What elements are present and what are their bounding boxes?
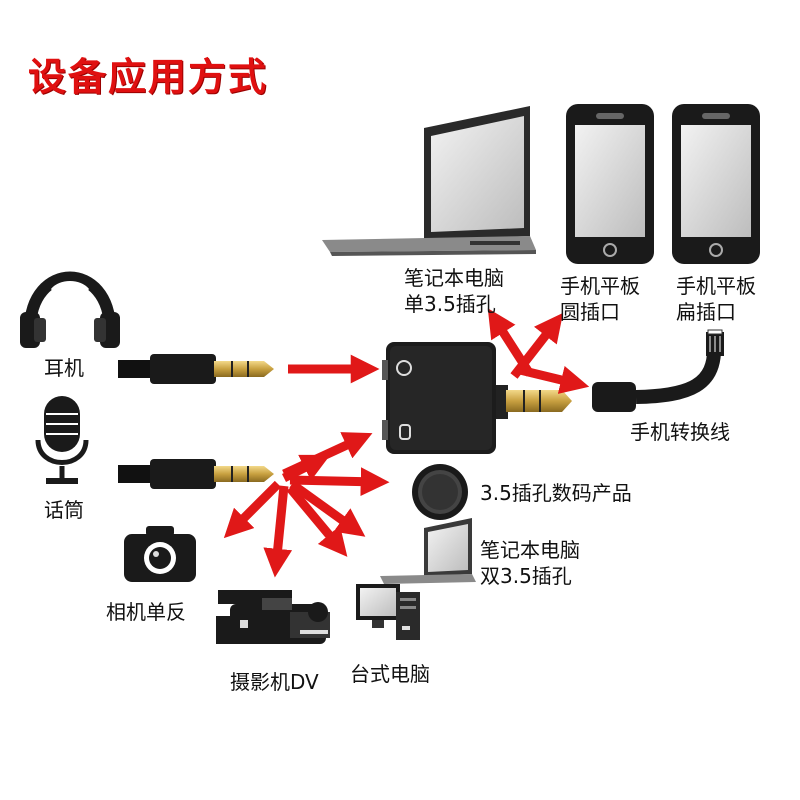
label-phone-flat-line2: 扁插口 <box>676 300 736 324</box>
headphones-icon <box>20 271 120 348</box>
laptop-icon <box>380 518 476 584</box>
arrow-mic-to-camera <box>223 480 282 539</box>
arrow-mic-up <box>281 454 331 483</box>
microphone-plug <box>118 459 274 489</box>
label-phone-cable: 手机转换线 <box>630 420 730 444</box>
camera-icon <box>124 526 196 582</box>
label-digital-product: 3.5插孔数码产品 <box>480 481 632 505</box>
label-phone-round-line2: 圆插口 <box>560 300 620 324</box>
camcorder-icon <box>216 590 330 644</box>
label-phone-round-line1: 手机平板 <box>560 274 640 298</box>
arrow-mic-to-camcorder <box>263 485 293 578</box>
label-laptop-single-line2: 单3.5插孔 <box>404 292 496 316</box>
desktop-icon <box>356 584 420 640</box>
smartphone-icon <box>672 104 760 264</box>
label-camcorder: 摄影机DV <box>230 670 319 694</box>
label-laptop-dual-line1: 笔记本电脑 <box>480 538 580 562</box>
disc-icon <box>412 464 468 520</box>
microphone-icon <box>35 396 89 484</box>
arrow-adapter-to-cable <box>518 365 590 394</box>
laptop-icon <box>322 106 536 256</box>
label-microphone: 话筒 <box>44 498 84 522</box>
arrow-mic-to-laptop2 <box>289 480 366 537</box>
arrow-mic-to-desktop <box>286 485 348 557</box>
label-laptop-dual-line2: 双3.5插孔 <box>480 564 572 588</box>
smartphone-icon <box>566 104 654 264</box>
adapter-icon <box>382 342 572 454</box>
label-laptop-single-line1: 笔记本电脑 <box>404 266 504 290</box>
label-camera: 相机单反 <box>106 600 186 624</box>
arrow-mic-to-disc <box>289 467 390 497</box>
arrow-adapter-to-phone <box>510 312 564 379</box>
label-earphone: 耳机 <box>44 356 84 380</box>
label-phone-flat-line1: 手机平板 <box>676 274 756 298</box>
usb-cable-icon <box>592 329 724 412</box>
label-desktop: 台式电脑 <box>350 662 430 686</box>
arrows <box>223 308 590 578</box>
earphone-plug <box>118 354 274 384</box>
page-title: 设备应用方式 <box>28 55 269 99</box>
